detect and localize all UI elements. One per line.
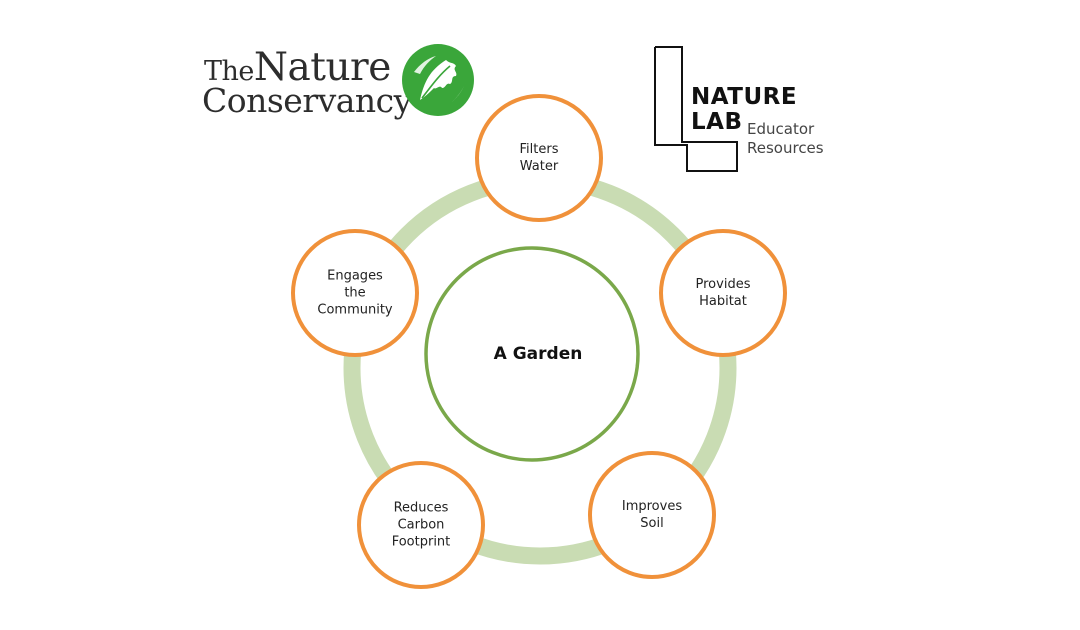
center-circle	[424, 246, 640, 462]
tnc-the-text: The	[204, 56, 254, 87]
node-label-line: Improves	[621, 499, 683, 514]
node-label-line: Habitat	[699, 294, 747, 309]
tnc-conservancy-text: Conservancy	[202, 81, 412, 120]
node-circle-improves-soil	[588, 451, 716, 579]
node-circle-engages-the-community	[291, 229, 419, 357]
nature-lab-title-lab: LAB	[691, 109, 743, 135]
oak-leaf-icon	[402, 44, 474, 116]
node-circle-filters-water	[475, 94, 603, 222]
the-nature-conservancy-logo: TheNature Conservancy	[200, 42, 480, 128]
node-label-line: Carbon	[397, 517, 445, 533]
tnc-wordmark-line1: TheNature	[204, 48, 391, 87]
node-label-line: Provides	[695, 277, 751, 292]
node-label-line: Reduces	[393, 500, 449, 516]
node-circle-reduces-carbon-footprint	[357, 461, 485, 589]
nature-lab-subtitle-resources: Resources	[747, 139, 824, 157]
node-label-line: Engages	[327, 268, 383, 284]
nature-lab-logo: NATURE LAB Educator Resources	[652, 45, 852, 175]
benefit-nodes	[291, 94, 787, 589]
nature-lab-title-nature: NATURE	[691, 84, 798, 110]
node-label-line: Soil	[640, 516, 664, 531]
center-label: A Garden	[493, 344, 583, 364]
node-label-line: Filters	[519, 142, 559, 157]
node-label-line: Footprint	[391, 534, 451, 550]
nature-lab-subtitle-educator: Educator	[747, 120, 815, 138]
node-circle-provides-habitat	[659, 229, 787, 357]
node-label-line: the	[344, 285, 366, 301]
node-label-line: Water	[519, 159, 559, 174]
node-label-line: Community	[317, 302, 393, 318]
nature-lab-frame-icon	[654, 46, 738, 172]
tnc-nature-text: Nature	[253, 45, 391, 90]
